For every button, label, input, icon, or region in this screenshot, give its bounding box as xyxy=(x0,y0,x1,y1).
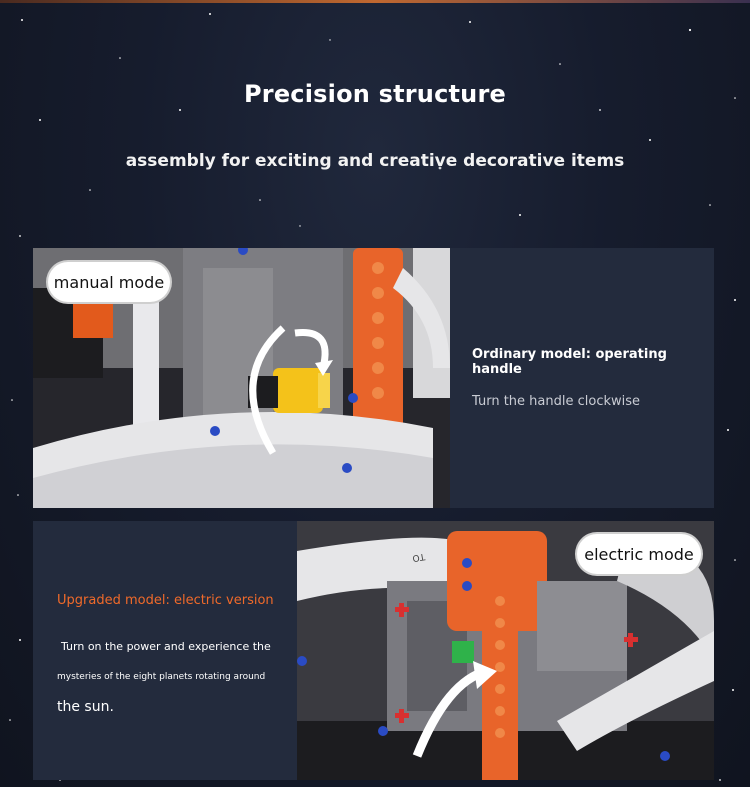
manual-mode-image: manual mode xyxy=(33,248,450,508)
manual-mode-badge: manual mode xyxy=(48,262,170,302)
electric-mode-heading: Upgraded model: electric version xyxy=(57,593,274,608)
brick-text: TO xyxy=(411,551,426,563)
page-subtitle: assembly for exciting and creative decor… xyxy=(125,151,625,171)
manual-mode-heading: Ordinary model: operating handle xyxy=(472,347,667,377)
page-title: Precision structure xyxy=(244,80,506,108)
manual-mode-description: Turn the handle clockwise xyxy=(472,394,641,409)
electric-mode-badge: electric mode xyxy=(577,534,701,574)
manual-mode-info-panel: Ordinary model: operating handle Turn th… xyxy=(450,248,714,508)
electric-mode-line-1: Turn on the power and experience the xyxy=(61,640,271,653)
electric-mode-line-3: the sun. xyxy=(57,699,114,715)
electric-mode-info-panel: Upgraded model: electric version Turn on… xyxy=(33,521,297,780)
electric-mode-image: TO electric mode xyxy=(297,521,714,780)
electric-mode-line-2: mysteries of the eight planets rotating … xyxy=(57,672,266,682)
top-accent-line xyxy=(0,0,750,3)
